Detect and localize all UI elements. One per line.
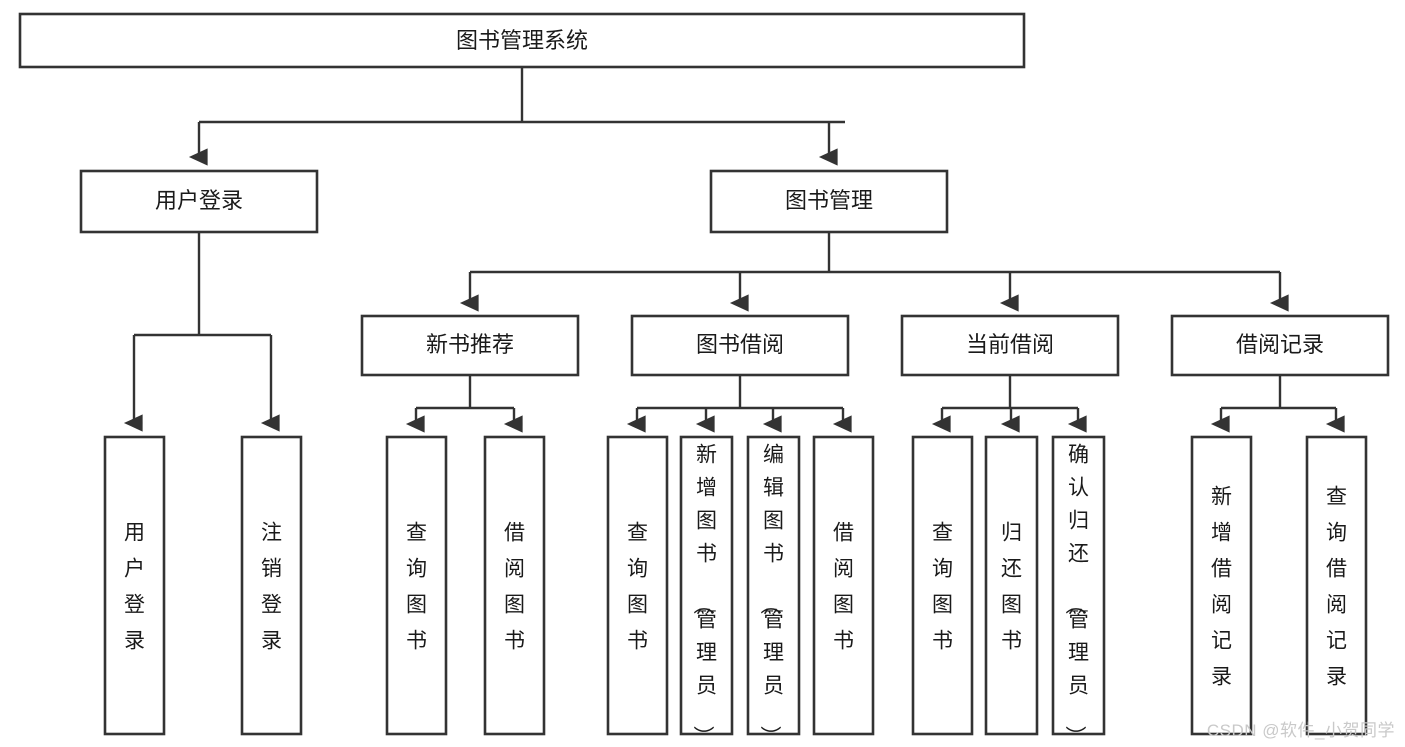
leaf-node[interactable]: 新增借阅记录 — [1190, 435, 1253, 736]
leaf-node-box[interactable] — [1305, 435, 1368, 736]
leaf-node-label: 查询借阅记录 — [1326, 486, 1347, 689]
connectors-root-to-level2 — [188, 67, 845, 166]
leaf-node-label: 查询图书 — [627, 522, 648, 653]
leaf-node-label: 查询图书 — [932, 522, 953, 653]
node-current-borrow[interactable]: 当前借阅 — [900, 314, 1120, 377]
node-book-borrow-label: 图书借阅 — [696, 332, 784, 357]
node-current-borrow-box[interactable] — [900, 314, 1120, 377]
node-current-borrow-label: 当前借阅 — [966, 332, 1054, 357]
leaf-node-box[interactable] — [385, 435, 448, 736]
node-new-book-recommend-box[interactable] — [360, 314, 580, 377]
leaf-node-box[interactable] — [812, 435, 875, 736]
leaf-node[interactable]: 查询图书 — [606, 435, 669, 736]
leaf-node-box[interactable] — [1190, 435, 1253, 736]
leaf-node-label: 归还图书 — [1001, 522, 1022, 653]
node-user-login[interactable]: 用户登录 — [79, 169, 319, 234]
leaf-node[interactable]: 注销登录 — [240, 435, 303, 736]
connectors-current-to-leaves — [931, 375, 1087, 433]
node-root-label: 图书管理系统 — [456, 28, 588, 53]
leaf-node-label: 借阅图书 — [833, 522, 854, 653]
leaf-node-box[interactable] — [606, 435, 669, 736]
leaf-node[interactable]: 查询图书 — [385, 435, 448, 736]
leaf-node[interactable]: 归还图书 — [984, 435, 1039, 736]
node-book-borrow-box[interactable] — [630, 314, 850, 377]
leaf-node-box[interactable] — [746, 435, 801, 736]
leaf-node-label: 注销登录 — [261, 522, 282, 653]
node-user-login-label: 用户登录 — [155, 188, 243, 213]
leaf-node-box[interactable] — [679, 435, 734, 736]
node-book-management-label: 图书管理 — [785, 188, 873, 213]
leaf-node-label: 借阅图书 — [504, 522, 525, 653]
leaf-node[interactable]: 查询图书 — [911, 435, 974, 736]
leaf-node-label: 查询图书 — [406, 522, 427, 653]
leaf-node-layer: 用户登录 注销登录 查询图书 借阅图书 查询图书 新增图书（管理员） 编辑图书（管理员） 借阅… — [103, 435, 1368, 747]
leaf-node[interactable]: 编辑图书（管理员） — [746, 435, 801, 747]
leaf-node-box[interactable] — [984, 435, 1039, 736]
node-borrow-records-label: 借阅记录 — [1236, 332, 1324, 357]
connectors-new-rec-to-leaves — [405, 375, 523, 433]
leaf-node[interactable]: 用户登录 — [103, 435, 166, 736]
node-book-management[interactable]: 图书管理 — [709, 169, 949, 234]
connectors-user-login-to-leaves — [123, 232, 280, 432]
node-new-book-recommend[interactable]: 新书推荐 — [360, 314, 580, 377]
leaf-node[interactable]: 借阅图书 — [812, 435, 875, 736]
leaf-node-label: 新增图书（管理员） — [691, 444, 717, 747]
node-user-login-box[interactable] — [79, 169, 319, 234]
leaf-node-box[interactable] — [483, 435, 546, 736]
leaf-node-label: 编辑图书（管理员） — [758, 444, 784, 747]
leaf-node[interactable]: 新增图书（管理员） — [679, 435, 734, 747]
node-root-box[interactable] — [18, 12, 1026, 69]
node-borrow-records[interactable]: 借阅记录 — [1170, 314, 1390, 377]
leaf-node-box[interactable] — [103, 435, 166, 736]
connectors-records-to-leaves — [1210, 375, 1345, 433]
node-book-management-box[interactable] — [709, 169, 949, 234]
leaf-node-box[interactable] — [1051, 435, 1106, 736]
leaf-node[interactable]: 确认归还（管理员） — [1051, 435, 1106, 747]
leaf-node-label: 用户登录 — [124, 522, 145, 653]
leaf-node-box[interactable] — [911, 435, 974, 736]
node-root[interactable]: 图书管理系统 — [18, 12, 1026, 69]
node-borrow-records-box[interactable] — [1170, 314, 1390, 377]
leaf-node-box[interactable] — [240, 435, 303, 736]
connectors-book-mgmt-to-level3 — [459, 232, 1289, 312]
node-book-borrow[interactable]: 图书借阅 — [630, 314, 850, 377]
node-new-book-recommend-label: 新书推荐 — [426, 332, 514, 357]
leaf-node[interactable]: 借阅图书 — [483, 435, 546, 736]
connectors-borrow-to-leaves — [626, 375, 852, 433]
leaf-node-label: 确认归还（管理员） — [1063, 444, 1089, 747]
leaf-node[interactable]: 查询借阅记录 — [1305, 435, 1368, 736]
leaf-node-label: 新增借阅记录 — [1211, 486, 1232, 689]
